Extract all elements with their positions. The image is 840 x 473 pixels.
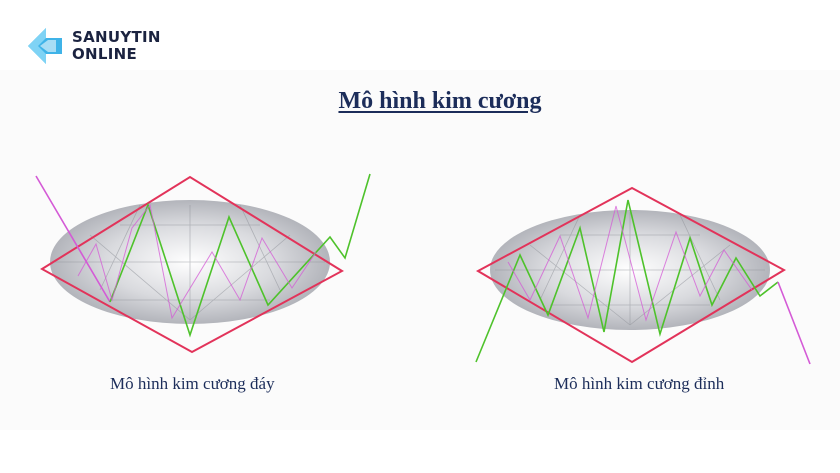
price-fall-line-left (35, 175, 111, 303)
caption-top-diamond: Mô hình kim cương đỉnh (554, 374, 725, 393)
price-inner-zigzag-left (77, 203, 317, 320)
page-title: Mô hình kim cương (338, 88, 542, 114)
price-zigzag-right (475, 199, 779, 363)
brand-logo[interactable]: SANUYTIN ONLINE (26, 26, 161, 66)
brand-line-2: ONLINE (72, 45, 138, 63)
price-inner-zigzag-right (507, 205, 753, 322)
price-fall-line-right (777, 281, 811, 365)
caption-bottom-diamond: Mô hình kim cương đáy (110, 374, 275, 393)
bottom-diamond-pattern (35, 173, 371, 354)
top-diamond-pattern (475, 186, 811, 365)
arrow-logo-icon (28, 28, 62, 64)
price-zigzag-left (109, 173, 371, 338)
diamond-frame-left (40, 175, 344, 354)
brand-name: SANUYTIN ONLINE (72, 29, 161, 63)
brand-line-1: SANUYTIN (72, 28, 161, 46)
diamond-frame-right (475, 186, 787, 364)
gem-facets-left (55, 204, 325, 321)
